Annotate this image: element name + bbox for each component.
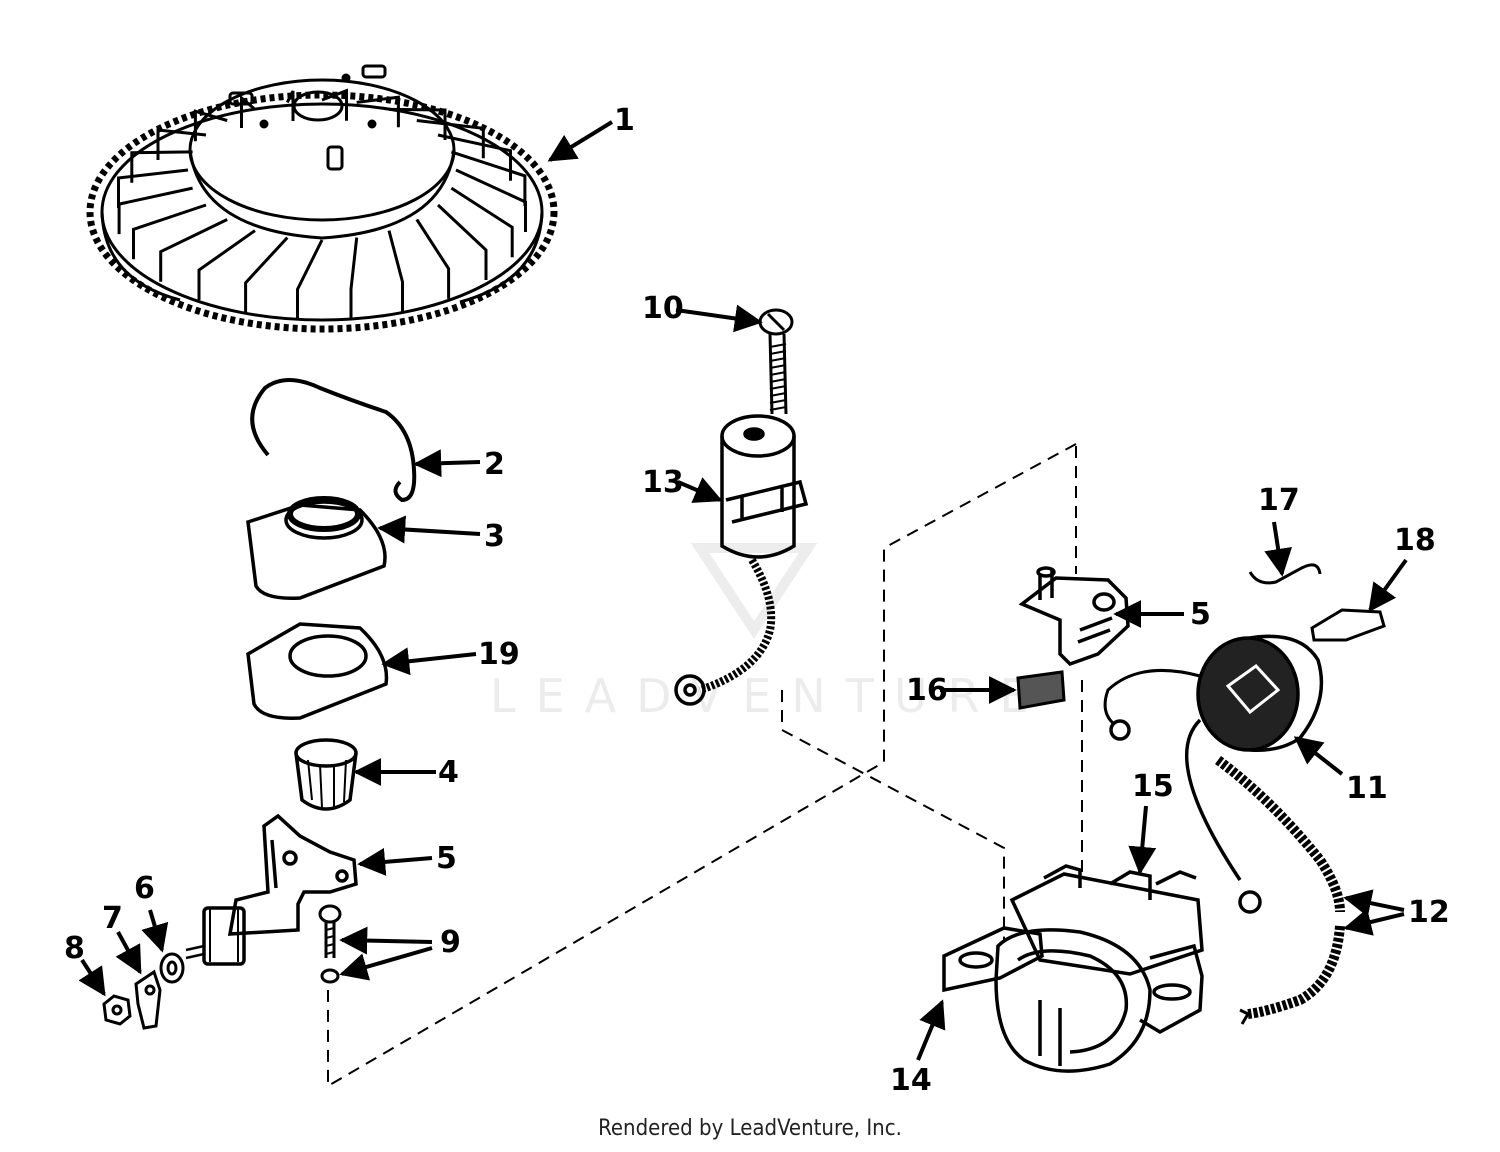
flywheel-fin	[159, 218, 228, 282]
callout-14: 14	[890, 1063, 932, 1098]
plate-with-collar-part	[246, 496, 387, 600]
bushing-part	[294, 738, 358, 811]
screw-thread	[769, 399, 787, 404]
callout-labels: 1 2 3 19 4 5 6 7 8 9 10 13 5 16 17 18 11…	[64, 103, 1450, 1098]
callout-2: 2	[484, 447, 505, 482]
footer-credit: Rendered by LeadVenture, Inc.	[598, 1116, 902, 1141]
callout-10: 10	[642, 291, 684, 326]
callout-11: 11	[1346, 771, 1388, 806]
screw-and-washer-part	[318, 904, 342, 984]
screw-thread	[769, 392, 787, 397]
flywheel-fin	[321, 88, 348, 121]
callout-8: 8	[64, 931, 85, 966]
callout-4: 4	[438, 755, 459, 790]
bracket-right-part	[1018, 566, 1130, 667]
condenser-screw-part	[758, 308, 794, 415]
washer-part	[159, 952, 185, 984]
callout-7: 7	[102, 901, 123, 936]
assembly-dashed-lines	[327, 443, 1083, 1088]
screw-thread	[769, 357, 787, 362]
leader-arrows	[78, 120, 1408, 1061]
flywheel-fin	[117, 168, 189, 208]
points-assembly-part	[185, 906, 246, 966]
flywheel-fin	[240, 94, 256, 128]
bracket-left-part	[227, 813, 358, 936]
callout-1: 1	[614, 103, 635, 138]
callout-5-left: 5	[436, 841, 457, 876]
spring-clip-part	[250, 378, 417, 503]
flywheel-fin	[356, 95, 400, 128]
flywheel-fin	[415, 218, 451, 299]
screw-thread	[769, 350, 787, 355]
callout-5-right: 5	[1190, 597, 1211, 632]
flywheel-fin	[244, 236, 289, 313]
flywheel-fin	[130, 150, 193, 183]
screw-thread	[769, 378, 787, 383]
flywheel-fin	[455, 168, 527, 232]
flywheel-fin	[388, 107, 447, 140]
watermark-logo: LEADVENTURE	[490, 543, 1049, 723]
screw-thread	[769, 371, 787, 376]
flywheel-fin	[349, 237, 359, 319]
clip-part	[1310, 608, 1386, 642]
screw-thread	[769, 385, 787, 390]
watermark-text: LEADVENTURE	[490, 669, 1049, 723]
callout-17: 17	[1258, 483, 1300, 518]
flywheel-fin	[296, 239, 324, 320]
flywheel-fin	[197, 229, 256, 300]
callout-12: 12	[1408, 895, 1450, 930]
callout-15: 15	[1132, 769, 1174, 804]
spring-part	[1248, 563, 1322, 585]
callout-16: 16	[906, 673, 948, 708]
ignition-coil-part	[1103, 634, 1345, 1025]
screw-thread	[769, 364, 787, 369]
flywheel-fin	[132, 203, 207, 260]
screw-thread	[769, 343, 787, 348]
flywheel-fin	[193, 109, 228, 142]
flywheel-fin	[436, 203, 488, 280]
callout-6: 6	[134, 871, 155, 906]
flywheel-fin	[450, 186, 514, 258]
terminal-part	[134, 969, 162, 1030]
flywheel-fin	[117, 186, 193, 235]
gasket-part	[246, 622, 389, 720]
flywheel-fin	[416, 119, 485, 159]
screw-thread	[769, 406, 787, 411]
flywheel-fin	[450, 150, 527, 206]
flywheel-fin	[387, 230, 404, 312]
flywheel-part	[86, 64, 558, 333]
nut-part	[102, 994, 132, 1026]
callout-3: 3	[484, 519, 505, 554]
flywheel-fin	[285, 90, 295, 121]
callout-13: 13	[642, 465, 684, 500]
callout-19: 19	[478, 637, 520, 672]
callout-18: 18	[1394, 523, 1436, 558]
flywheel-fin	[156, 128, 207, 160]
felt-pad-part	[1016, 670, 1066, 710]
callout-9: 9	[440, 925, 461, 960]
magneto-base-part	[942, 864, 1204, 1073]
condenser-part	[674, 414, 809, 706]
